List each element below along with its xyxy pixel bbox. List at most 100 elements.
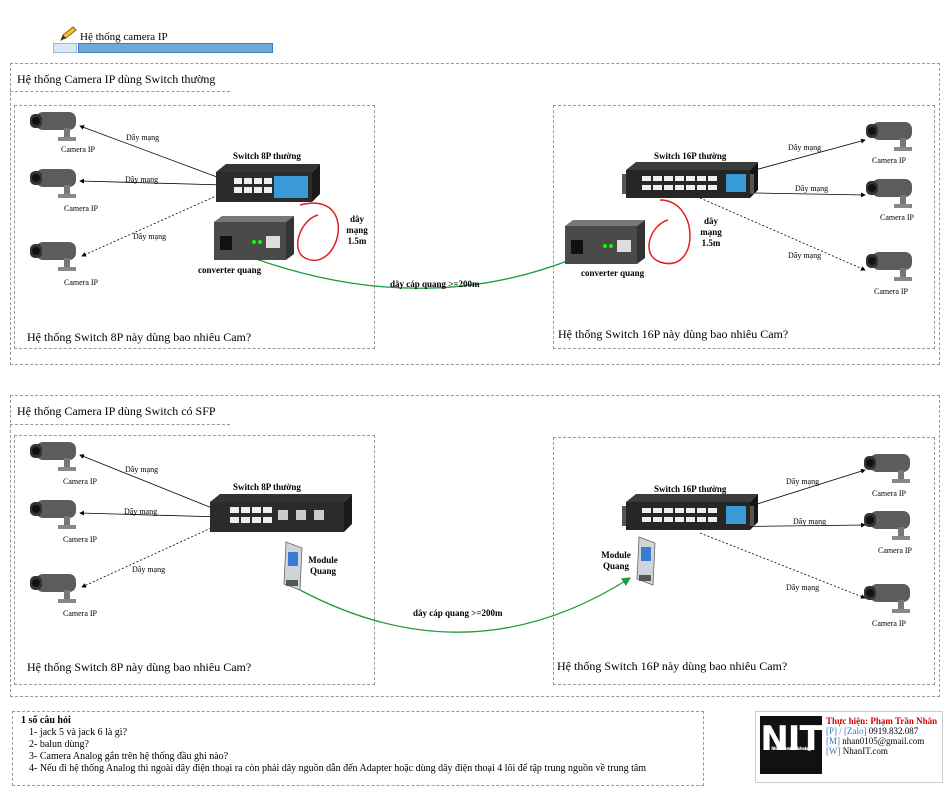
email-address[interactable]: nhan0105@gmail.com	[842, 736, 925, 746]
s1-right-camera-2-icon	[864, 175, 918, 216]
s2-right-camera-1-icon	[862, 450, 916, 491]
s2-left-link-2	[79, 510, 223, 518]
s1-left-camera-2-label: Camera IP	[64, 204, 98, 213]
s2-right-link-3-label: Dây mạng	[786, 583, 820, 592]
s2-left-camera-2-icon	[28, 496, 82, 537]
s1-right-switch-label: Switch 16P thường	[654, 151, 727, 161]
s1-fiber-label: dây cáp quang >=200m	[390, 279, 480, 289]
s2-right-camera-3-label: Camera IP	[872, 619, 906, 628]
page-title: Hệ thống camera IP	[80, 31, 168, 43]
section1-frame	[10, 63, 940, 365]
s2-left-switch-sfp-icon	[206, 492, 356, 545]
s1-right-link-3-label: Dây mạng	[788, 251, 822, 260]
author-label: Thực hiện: Phạm Trần Nhân	[826, 716, 938, 726]
website-link[interactable]: NhanIT.com	[842, 746, 888, 756]
s1-right-camera-2-label: Camera IP	[880, 213, 914, 222]
s1-right-link-1-label: Dây mạng	[788, 143, 822, 152]
s2-left-sfp-module-icon	[280, 540, 306, 597]
s2-left-camera-2-label: Camera IP	[63, 535, 97, 544]
question-item-3: 3- Camera Analog gắn trên hệ thống đầu g…	[29, 751, 229, 762]
s1-left-link-1	[79, 125, 226, 181]
question-item-4: 4- Nếu đi hệ thống Analog thì ngoài dây …	[29, 763, 647, 774]
s2-fiber-label: dây cáp quang >=200m	[413, 608, 503, 618]
s1-left-link-2	[79, 178, 226, 186]
title-bar	[78, 43, 273, 53]
s1-left-link-2-label: Dây mạng	[125, 175, 159, 184]
s1-left-camera-1-icon	[28, 108, 82, 149]
questions-heading: 1 số câu hỏi	[21, 715, 71, 726]
s1-right-cable-label: dây mạng 1.5m	[700, 216, 722, 248]
nit-logo-text: NIT	[760, 719, 822, 759]
s1-right-patch-cable	[648, 199, 691, 265]
s2-left-link-3	[81, 522, 223, 588]
s2-left-link-2-label: Dây mạng	[124, 507, 158, 516]
s1-right-switch-16p-icon	[622, 160, 762, 211]
s2-right-switch-label: Switch 16P thường	[654, 484, 727, 494]
question-item-2: 2- balun dùng?	[29, 739, 89, 750]
s1-right-converter-icon	[563, 218, 647, 273]
section1-title-underline	[10, 91, 230, 92]
s2-right-camera-2-label: Camera IP	[878, 546, 912, 555]
s1-left-switch-8p-icon	[212, 162, 324, 215]
s2-right-camera-2-icon	[862, 507, 916, 548]
s1-right-camera-3-label: Camera IP	[874, 287, 908, 296]
s2-fiber-cable	[299, 577, 632, 633]
s1-right-camera-1-icon	[864, 118, 918, 159]
s1-left-patch-cable	[296, 202, 339, 261]
s2-left-camera-1-label: Camera IP	[63, 477, 97, 486]
questions-box: 1 số câu hỏi 1- jack 5 và jack 6 là gì? …	[12, 711, 704, 786]
s1-left-camera-2-icon	[28, 165, 82, 206]
nit-logo: NIT Nhân Information Technology	[760, 716, 823, 774]
s2-left-link-1-label: Dây mạng	[125, 465, 159, 474]
s1-left-converter-label: converter quang	[198, 265, 262, 275]
web-tag: [W]	[826, 746, 841, 756]
mail-tag: [M]	[826, 736, 840, 746]
s2-right-camera-1-label: Camera IP	[872, 489, 906, 498]
pencil-icon	[58, 26, 78, 42]
s1-right-camera-1-label: Camera IP	[872, 156, 906, 165]
s2-left-switch-label: Switch 8P thường	[233, 482, 301, 492]
s2-left-camera-3-label: Camera IP	[63, 609, 97, 618]
s2-right-camera-3-icon	[862, 580, 916, 621]
s1-right-converter-label: converter quang	[581, 268, 645, 278]
s1-left-link-3	[81, 191, 226, 257]
s2-left-question: Hệ thống Switch 8P này dùng bao nhiêu Ca…	[27, 660, 252, 674]
s2-right-sfp-module-icon	[633, 535, 659, 592]
s1-left-camera-1-label: Camera IP	[61, 145, 95, 154]
s1-fiber-cable	[244, 254, 576, 289]
s1-left-link-3-label: Dây mạng	[133, 232, 167, 241]
s1-left-question: Hệ thống Switch 8P này dùng bao nhiêu Ca…	[27, 330, 252, 344]
section2-title: Hệ thống Camera IP dùng Switch có SFP	[17, 404, 216, 418]
section2-title-underline	[10, 424, 230, 425]
s1-left-link-1-label: Dây mạng	[126, 133, 160, 142]
credits-info: Thực hiện: Phạm Trần Nhân [P] / [Zalo] 0…	[826, 716, 937, 756]
title-bar-left	[53, 43, 77, 53]
s1-right-camera-3-icon	[864, 248, 918, 289]
s2-left-module-label: Module Quang	[308, 555, 338, 576]
phone-tag: [P] / [Zalo]	[826, 726, 867, 736]
s2-right-switch-16p-icon	[622, 492, 762, 543]
s1-left-converter-icon	[212, 214, 296, 269]
s2-left-camera-1-icon	[28, 438, 82, 479]
s1-left-camera-3-icon	[28, 238, 82, 279]
credits-box: NIT Nhân Information Technology Thực hiệ…	[755, 711, 943, 783]
s1-right-link-2-label: Dây mạng	[795, 184, 829, 193]
section2-right-frame	[553, 437, 935, 685]
s2-right-module-label: Module Quang	[601, 550, 631, 571]
s2-left-link-3-label: Dây mạng	[132, 565, 166, 574]
nit-logo-subtitle: Nhân Information Technology	[771, 746, 811, 751]
phone-number: 0919.832.087	[868, 726, 919, 736]
s2-right-question: Hệ thống Switch 16P này dùng bao nhiêu C…	[557, 659, 788, 673]
s1-left-switch-label: Switch 8P thường	[233, 151, 301, 161]
s2-right-link-2-label: Dây mạng	[793, 517, 827, 526]
s2-right-link-1-label: Dây mạng	[786, 477, 820, 486]
s2-right-link-3	[699, 532, 866, 599]
section1-right-frame	[553, 105, 935, 349]
section1-title: Hệ thống Camera IP dùng Switch thường	[17, 72, 216, 86]
question-item-1: 1- jack 5 và jack 6 là gì?	[29, 727, 128, 738]
s1-right-question: Hệ thống Switch 16P này dùng bao nhiêu C…	[558, 327, 789, 341]
section1-left-frame	[14, 105, 375, 349]
section2-frame	[10, 395, 940, 697]
s1-left-camera-3-label: Camera IP	[64, 278, 98, 287]
s2-left-link-1	[79, 454, 223, 513]
